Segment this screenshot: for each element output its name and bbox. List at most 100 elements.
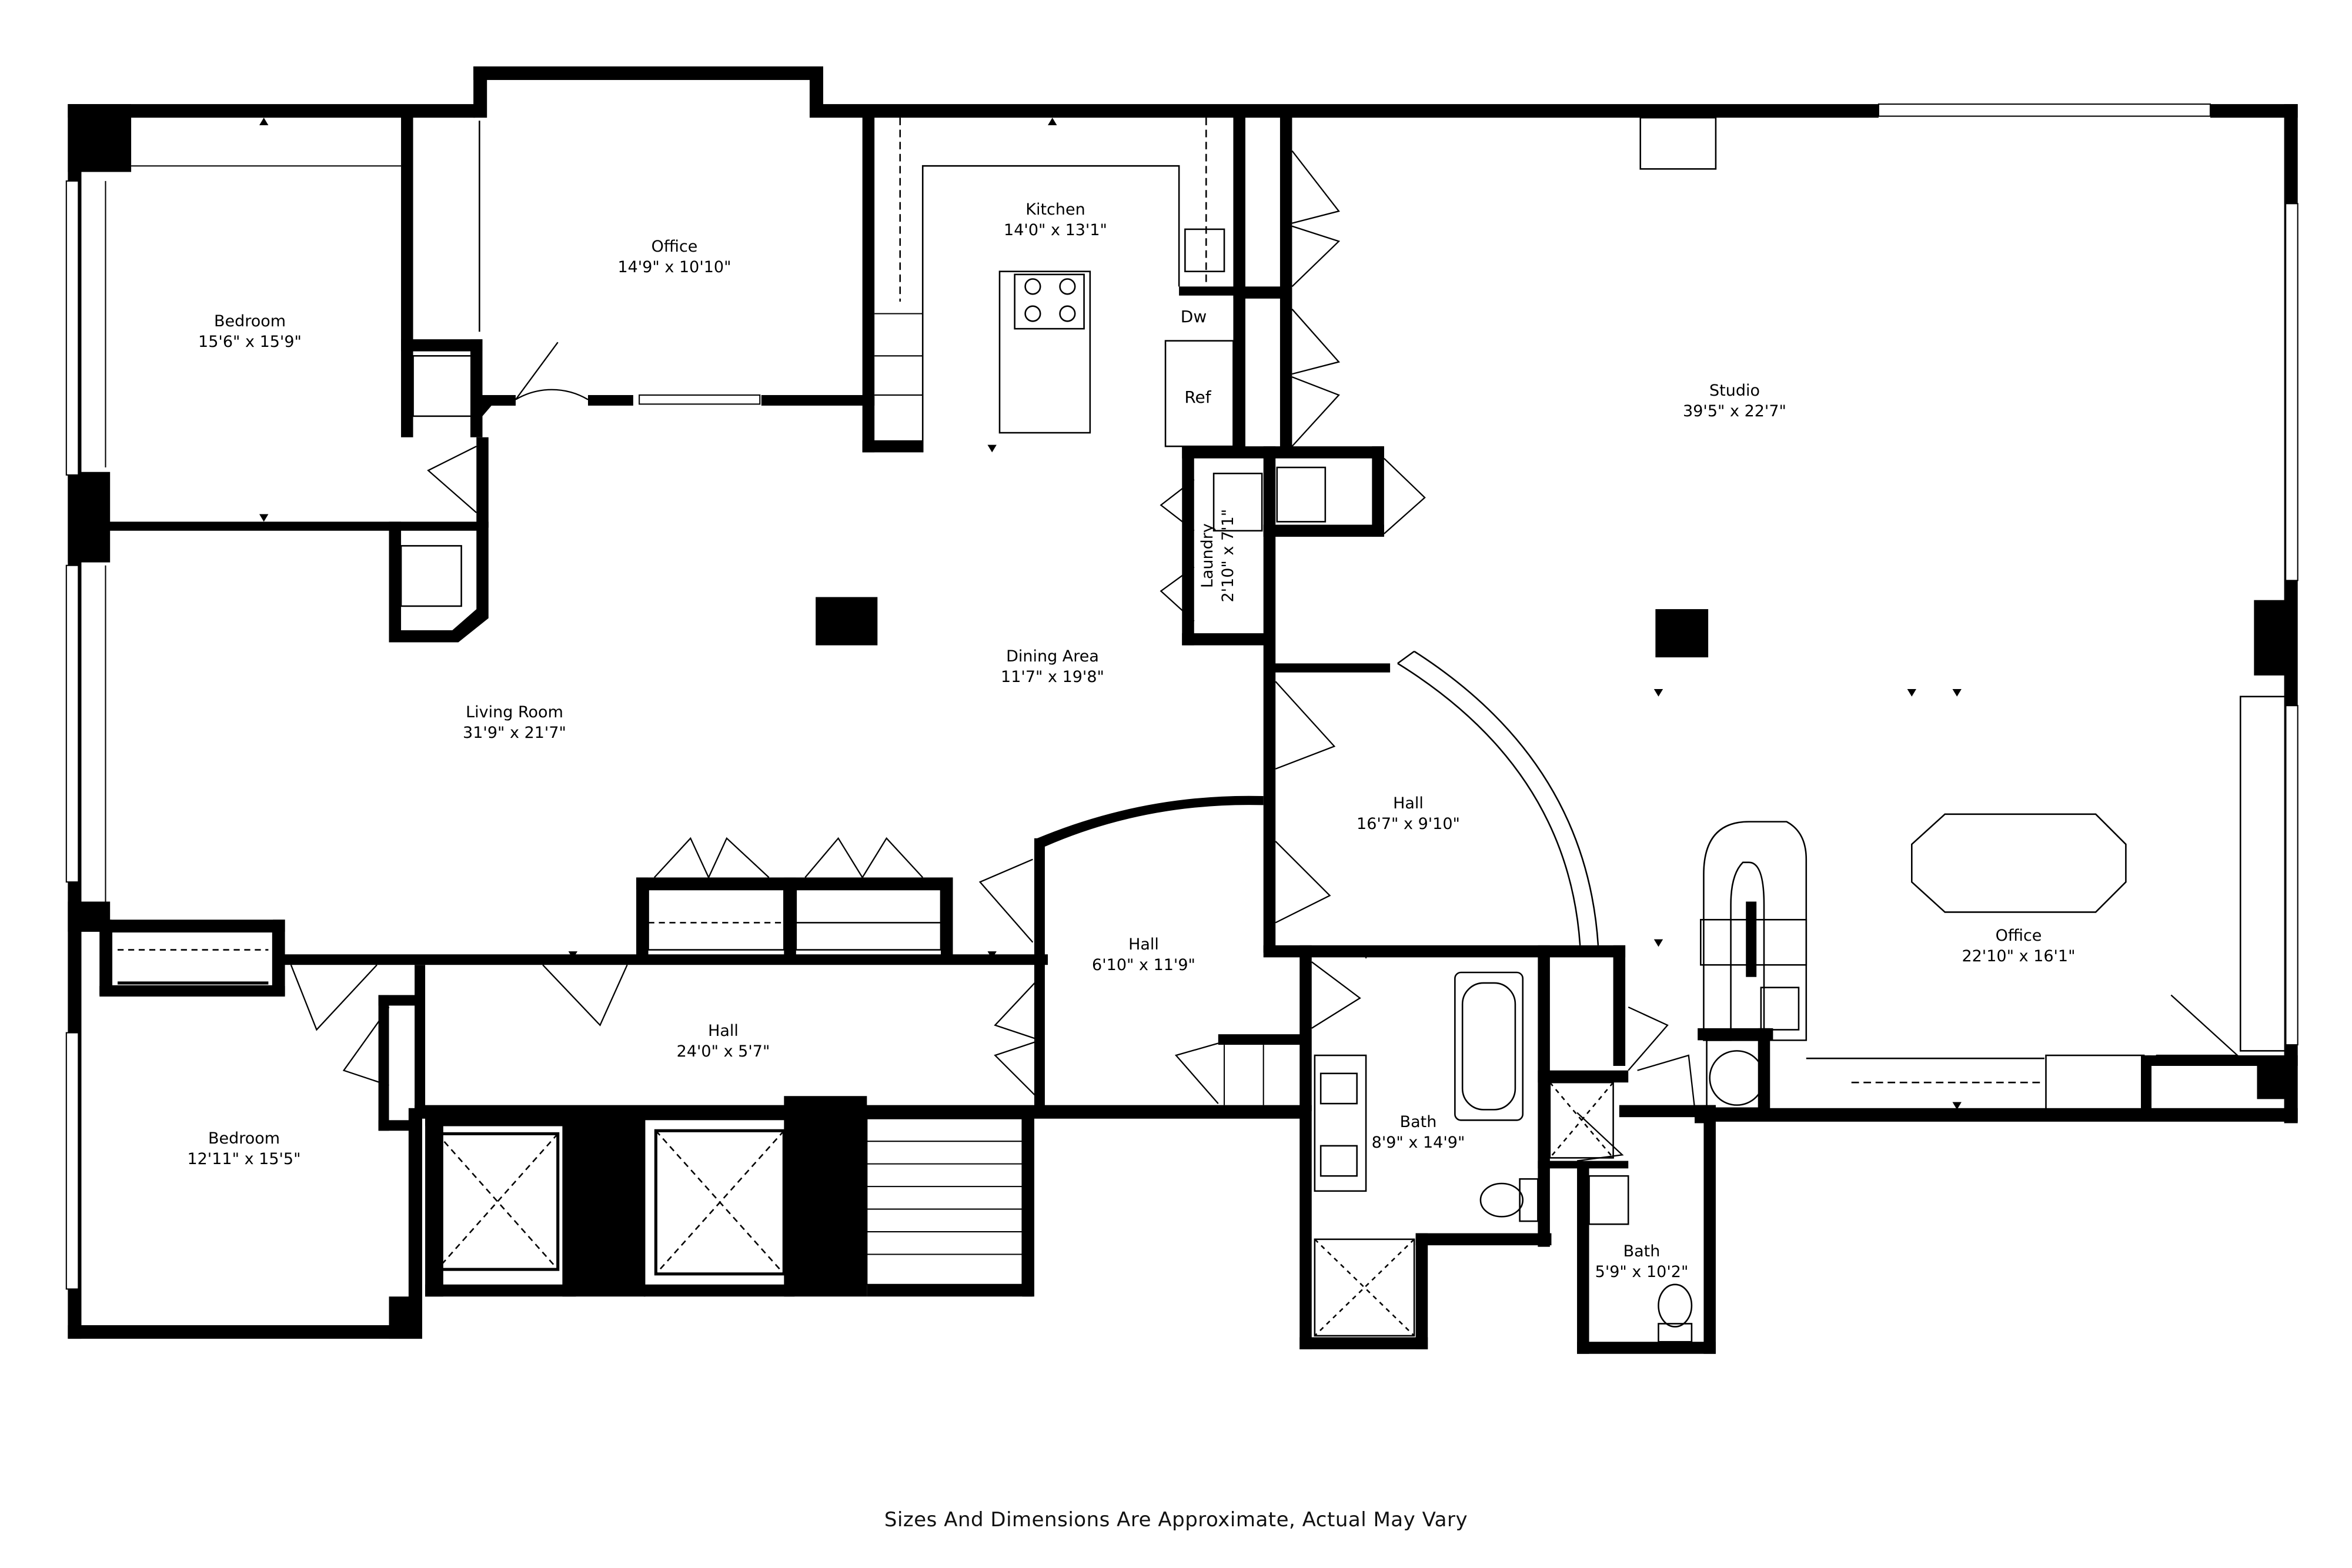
window <box>2285 203 2298 581</box>
wall <box>823 104 1879 118</box>
wall <box>68 1325 422 1339</box>
svg-text:Dining Area: Dining Area <box>1006 647 1099 666</box>
wall <box>1022 1108 1034 1297</box>
door <box>1174 1042 1219 1104</box>
door <box>2156 994 2240 1057</box>
water-heater <box>1709 1050 1765 1106</box>
door <box>978 858 1034 943</box>
elevator-shaft <box>654 1129 786 1276</box>
wall <box>862 440 923 453</box>
doors <box>290 150 2240 1162</box>
svg-text:12'11" x 15'5": 12'11" x 15'5" <box>187 1150 300 1168</box>
elevator-shaft <box>436 1132 560 1271</box>
wall <box>643 1108 795 1121</box>
door <box>653 837 770 878</box>
svg-text:11'7" x 19'8": 11'7" x 19'8" <box>1001 668 1104 686</box>
markers <box>259 118 1962 1110</box>
wall <box>99 920 112 995</box>
wall <box>1299 945 1312 1111</box>
stairs <box>866 313 1264 1285</box>
door <box>427 446 477 513</box>
wall <box>401 113 413 437</box>
door <box>542 964 628 1027</box>
wall <box>415 965 426 1111</box>
door <box>290 964 377 1031</box>
kitchen-island <box>998 270 1091 434</box>
wall <box>1263 524 1384 537</box>
cooktop <box>1014 273 1085 330</box>
wall <box>408 1108 422 1335</box>
window <box>2285 705 2298 1046</box>
svg-text:Bath: Bath <box>1623 1242 1661 1261</box>
wall <box>1703 1105 1716 1354</box>
wall <box>273 920 285 995</box>
wall <box>1577 1161 1589 1354</box>
room-label-hall-1: Hall 16'7" x 9'10" <box>1357 794 1460 833</box>
conference-table <box>1911 813 2127 913</box>
column <box>816 597 878 646</box>
fixtures <box>111 116 2287 1343</box>
svg-text:Hall: Hall <box>1393 794 1424 813</box>
svg-text:Office: Office <box>1996 927 2042 945</box>
wall <box>1698 1028 1773 1041</box>
wall <box>1218 1034 1309 1045</box>
wall <box>941 877 953 961</box>
refrigerator <box>1164 340 1234 447</box>
wall <box>1538 1070 1629 1083</box>
shower <box>1314 1238 1415 1337</box>
svg-text:39'5" x 22'7": 39'5" x 22'7" <box>1683 402 1786 420</box>
door <box>1160 479 1195 622</box>
wall <box>425 1284 576 1297</box>
wall <box>562 1108 646 1297</box>
room-label-office-1: Office 14'9" x 10'10" <box>617 238 731 276</box>
wall <box>862 113 875 453</box>
svg-text:14'0" x 13'1": 14'0" x 13'1" <box>1004 221 1107 239</box>
wall <box>279 954 1048 965</box>
wall <box>476 437 489 528</box>
door <box>1384 457 1426 534</box>
wall <box>389 521 489 643</box>
svg-text:5'9" x 10'2": 5'9" x 10'2" <box>1595 1263 1689 1281</box>
svg-text:6'10" x 11'9": 6'10" x 11'9" <box>1092 956 1195 974</box>
wall <box>1415 1233 1428 1350</box>
window <box>65 1032 79 1290</box>
wall <box>1613 945 1626 1066</box>
wall <box>425 1108 443 1297</box>
wall <box>1263 446 1276 953</box>
svg-text:Laundry: Laundry <box>1198 523 1217 588</box>
wall <box>401 339 483 352</box>
window <box>1877 103 2211 117</box>
kitchen-sink <box>1184 228 1225 272</box>
room-label-bedroom-1: Bedroom 15'6" x 15'9" <box>198 312 302 351</box>
door <box>514 342 589 400</box>
windows <box>65 103 2298 1290</box>
wall <box>68 104 132 172</box>
wall <box>1263 945 1626 958</box>
svg-text:14'9" x 10'10": 14'9" x 10'10" <box>617 258 731 276</box>
dishwasher-label: Dw <box>1181 307 1207 326</box>
wall <box>470 339 483 437</box>
wall <box>809 66 823 118</box>
svg-text:8'9" x 14'9": 8'9" x 14'9" <box>1372 1134 1465 1152</box>
wall <box>1538 945 1550 1247</box>
svg-text:Kitchen: Kitchen <box>1025 200 1085 219</box>
window <box>65 180 79 476</box>
toilet <box>1519 1178 1539 1222</box>
refrigerator-label: Ref <box>1184 387 1211 407</box>
wall <box>378 1120 416 1131</box>
wall <box>1279 113 1292 453</box>
wall <box>473 66 823 81</box>
room-label-bath-2: Bath 5'9" x 10'2" <box>1595 1242 1689 1281</box>
room-label-living: Living Room 31'9" x 21'7" <box>463 703 566 742</box>
door <box>994 976 1041 1101</box>
door <box>1275 681 1336 770</box>
wall <box>867 1284 1033 1297</box>
vanity <box>1314 1054 1367 1192</box>
wall <box>482 394 516 416</box>
wall <box>1372 446 1384 537</box>
wall <box>81 521 483 531</box>
wall <box>1577 1342 1716 1354</box>
wall <box>1299 1337 1428 1350</box>
wall <box>1233 113 1245 453</box>
